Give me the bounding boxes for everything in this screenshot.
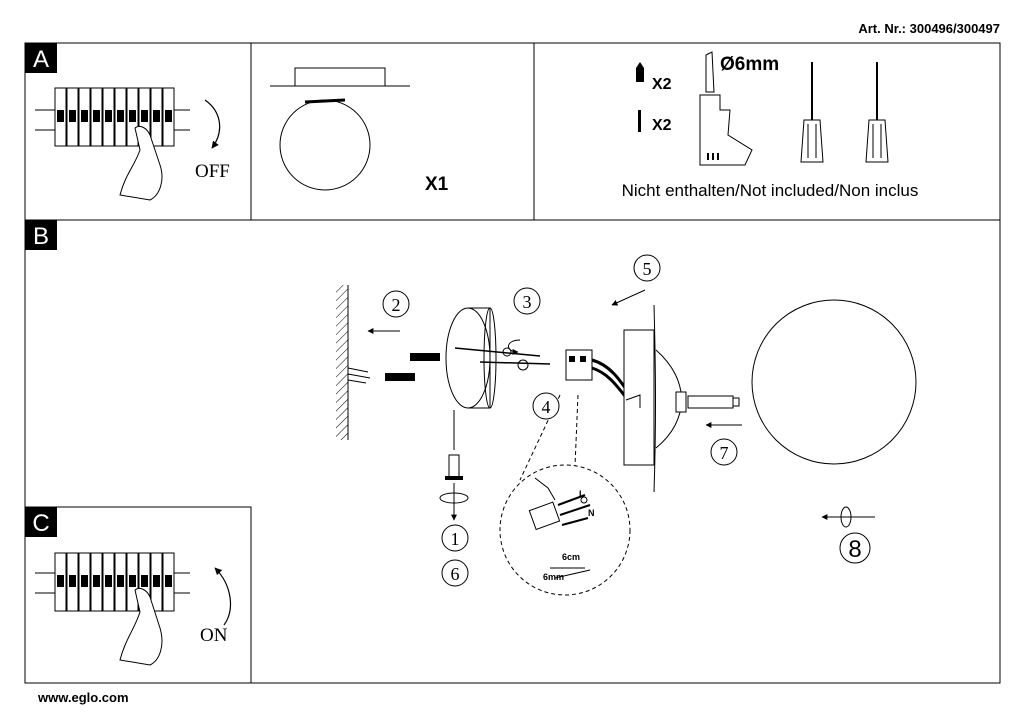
breaker-switch [69, 110, 76, 122]
breaker-switch [141, 575, 148, 587]
breaker-switch [105, 575, 112, 587]
switch-off-label: OFF [195, 161, 230, 182]
strip-length-label: 6cm [562, 552, 580, 562]
switch-off-arrow [204, 99, 221, 149]
bulb-icon [687, 395, 740, 409]
strip-end-label: 6mm [543, 572, 564, 582]
breaker-switch [81, 575, 88, 587]
svg-text:6: 6 [451, 564, 460, 584]
section-label-a: A [25, 43, 57, 73]
step-badge-5: 5 [633, 254, 661, 282]
breaker-switch [153, 575, 160, 587]
breaker-switch [165, 575, 172, 587]
arrow-step-5 [611, 289, 646, 306]
step-badge-1: 1 [441, 524, 469, 552]
mounting-plate-icon [445, 307, 497, 450]
svg-text:C: C [32, 510, 49, 537]
wall-dowel-icon [385, 353, 440, 381]
hand-icon-c [119, 587, 163, 666]
svg-text:5: 5 [643, 259, 652, 279]
rotate-arrow-step-1 [439, 492, 469, 504]
switch-on-arrow [214, 567, 231, 626]
ground-screw-icon [445, 454, 463, 480]
svg-text:B: B [33, 223, 49, 250]
breaker-switch [57, 575, 64, 587]
section-c-box [25, 506, 252, 683]
mounting-screw-icon [454, 347, 551, 371]
globe-shade-icon [751, 299, 917, 465]
svg-text:1: 1 [451, 529, 460, 549]
article-number: Art. Nr.: 300496/300497 [858, 21, 1000, 36]
step-badge-4: 4 [532, 392, 560, 420]
breaker-switch [81, 110, 88, 122]
step-badge-7: 7 [710, 438, 738, 466]
breaker-switch [129, 575, 136, 587]
breaker-switch [93, 110, 100, 122]
breaker-switch [165, 110, 172, 122]
rotate-arrow-step-3 [508, 339, 521, 355]
breaker-switch [69, 575, 76, 587]
svg-text:A: A [33, 46, 49, 73]
breaker-switch [93, 575, 100, 587]
breaker-switch [153, 110, 160, 122]
drill-size: Ø6mm [720, 54, 779, 75]
breaker-switch [105, 110, 112, 122]
screwdriver-icon [800, 62, 824, 163]
step-badge-3: 3 [513, 287, 541, 315]
drill-icon [699, 51, 753, 166]
screw-count: X2 [652, 117, 672, 134]
breaker-switch [117, 110, 124, 122]
step-badge-2: 2 [382, 290, 410, 318]
package-contents-box [250, 42, 535, 221]
lamp-base-icon [623, 304, 687, 493]
terminal-n-label: N [588, 508, 595, 518]
breaker-panel-off [35, 87, 190, 201]
dowel-count: X2 [652, 76, 672, 93]
terminal-block-icon [565, 349, 632, 401]
breaker-panel-on [35, 552, 190, 666]
section-label-c: C [25, 507, 57, 537]
step-badge-6: 6 [441, 559, 469, 587]
section-label-b: B [25, 220, 57, 250]
wiring-detail [499, 394, 631, 596]
rotate-arrow-step-8 [840, 506, 852, 528]
breaker-switch [117, 575, 124, 587]
svg-text:3: 3 [523, 292, 532, 312]
hand-icon [119, 125, 163, 201]
globe-lamp-icon [270, 67, 410, 191]
quantity-label: X1 [425, 174, 449, 195]
not-included-note: Nicht enthalten/Not included/Non inclus [622, 181, 919, 200]
breaker-switch [57, 110, 64, 122]
breaker-switch [129, 110, 136, 122]
screw-icon [638, 110, 641, 132]
step-badge-8: 8 [839, 532, 871, 564]
svg-text:7: 7 [720, 443, 729, 463]
breaker-switch [141, 110, 148, 122]
svg-text:8: 8 [848, 536, 861, 563]
svg-text:4: 4 [542, 397, 551, 417]
screwdriver-icon-2 [865, 62, 889, 163]
terminal-l-label: L [579, 489, 585, 499]
switch-on-label: ON [200, 625, 228, 646]
wall-icon [336, 285, 371, 440]
svg-text:2: 2 [392, 295, 401, 315]
dowel-icon [636, 62, 644, 82]
website-footer: www.eglo.com [37, 690, 129, 705]
